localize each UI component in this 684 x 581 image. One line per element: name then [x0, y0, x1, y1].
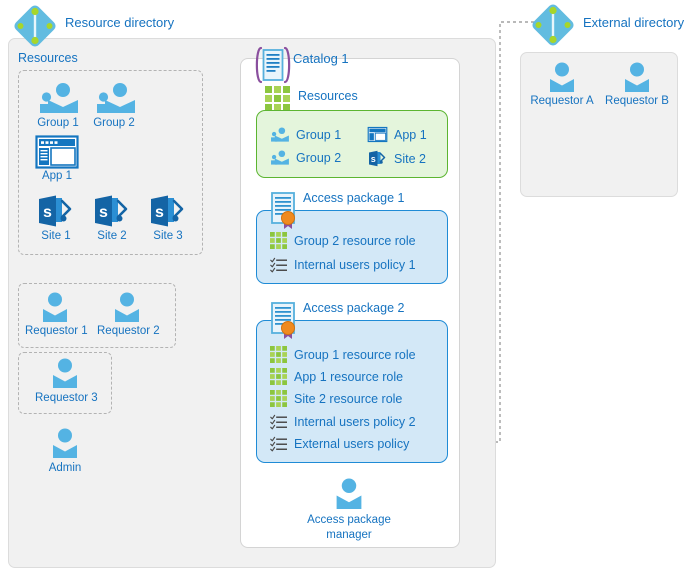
azure-ad-directory-icon: [12, 3, 58, 49]
resource-label-site-2: Site 2: [97, 230, 127, 242]
access-package-row-label: Group 1 resource role: [294, 347, 416, 362]
catalog-resource-group-1: Group 1: [270, 127, 341, 143]
user-icon: [112, 292, 142, 323]
green-grid-icon: [270, 232, 287, 249]
user-icon: [622, 62, 652, 93]
green-grid-icon: [270, 346, 287, 363]
app-window-icon: [367, 126, 388, 143]
svg-text:s: s: [155, 204, 164, 221]
catalog-document-icon: [251, 44, 295, 86]
access-package-1-row-policy: Internal users policy 1: [270, 257, 416, 273]
access-package-1-title: Access package 1: [303, 191, 405, 205]
green-grid-icon: [270, 368, 287, 385]
requestor-label-3: Requestor 3: [35, 392, 98, 404]
sharepoint-site-icon: s: [37, 194, 75, 228]
catalog-resource-label: App 1: [394, 127, 427, 142]
user-icon: [333, 478, 365, 510]
resource-label-group-2: Group 2: [93, 117, 135, 129]
access-package-2-row-external-policy: External users policy: [270, 436, 410, 452]
access-package-row-label: Internal users policy 1: [294, 257, 416, 272]
catalog-resource-app-1: App 1: [367, 126, 427, 143]
group-icon: [270, 127, 289, 143]
external-directory-title: External directory: [583, 15, 684, 30]
access-package-2-row-internal-policy: Internal users policy 2: [270, 414, 416, 430]
group-icon: [270, 150, 289, 166]
catalog-resource-label: Site 2: [394, 151, 426, 166]
policy-list-icon: [270, 257, 287, 273]
policy-list-icon: [270, 414, 287, 430]
access-package-row-label: App 1 resource role: [294, 369, 404, 384]
requestors-group-a-box: [18, 283, 176, 348]
azure-ad-directory-icon: [530, 2, 576, 48]
user-icon: [50, 358, 80, 389]
external-requestor-label-b: Requestor B: [605, 95, 669, 107]
catalog-resource-site-2: s Site 2: [368, 150, 426, 167]
access-package-seal-icon: [270, 302, 302, 342]
access-package-2-title: Access package 2: [303, 301, 405, 315]
catalog-title: Catalog 1: [293, 51, 349, 66]
resource-label-group-1: Group 1: [37, 117, 79, 129]
resource-label-site-1: Site 1: [41, 230, 71, 242]
user-icon: [40, 292, 70, 323]
requestor-label-1: Requestor 1: [25, 325, 88, 337]
catalog-resources-box: [256, 110, 448, 178]
external-requestor-label-a: Requestor A: [530, 95, 594, 107]
requestors-group-b-box: [18, 352, 112, 414]
access-package-row-label: Site 2 resource role: [294, 391, 403, 406]
policy-list-icon: [270, 436, 287, 452]
group-icon: [38, 82, 78, 116]
access-package-row-label: Internal users policy 2: [294, 414, 416, 429]
resource-directory-title: Resource directory: [65, 15, 175, 30]
catalog-resource-label: Group 1: [296, 128, 342, 142]
resources-dashed-box: [18, 70, 203, 255]
access-package-2-row-group-1-role: Group 1 resource role: [270, 346, 416, 363]
user-icon: [50, 428, 80, 459]
external-directory-panel: [520, 52, 678, 197]
app-window-icon: [35, 135, 79, 169]
green-grid-icon: [270, 390, 287, 407]
user-icon: [547, 62, 577, 93]
access-package-manager-label-line1: Access package: [307, 514, 391, 526]
access-package-1-row-resource-role: Group 2 resource role: [270, 232, 416, 249]
catalog-resource-group-2: Group 2: [270, 150, 341, 166]
catalog-resource-label: Group 2: [296, 151, 342, 165]
catalog-resources-label: Resources: [298, 89, 358, 103]
access-package-2-row-app-1-role: App 1 resource role: [270, 368, 403, 385]
access-package-2-box: [256, 320, 448, 463]
svg-text:s: s: [43, 204, 52, 221]
admin-label: Admin: [48, 462, 82, 474]
green-grid-icon: [265, 86, 290, 111]
resource-label-app-1: App 1: [41, 170, 73, 182]
group-icon: [95, 82, 135, 116]
resource-label-site-3: Site 3: [153, 230, 183, 242]
access-package-row-label: Group 2 resource role: [294, 233, 416, 248]
requestor-label-2: Requestor 2: [97, 325, 160, 337]
access-package-seal-icon: [270, 192, 302, 232]
svg-text:s: s: [371, 154, 376, 164]
sharepoint-site-icon: s: [368, 150, 387, 167]
access-package-row-label: External users policy: [294, 436, 410, 451]
sharepoint-site-icon: s: [93, 194, 131, 228]
svg-text:s: s: [99, 204, 108, 221]
sharepoint-site-icon: s: [149, 194, 187, 228]
access-package-2-row-site-2-role: Site 2 resource role: [270, 390, 402, 407]
access-package-manager-label-line2: manager: [326, 529, 372, 541]
resource-directory-resources-label: Resources: [18, 51, 78, 65]
